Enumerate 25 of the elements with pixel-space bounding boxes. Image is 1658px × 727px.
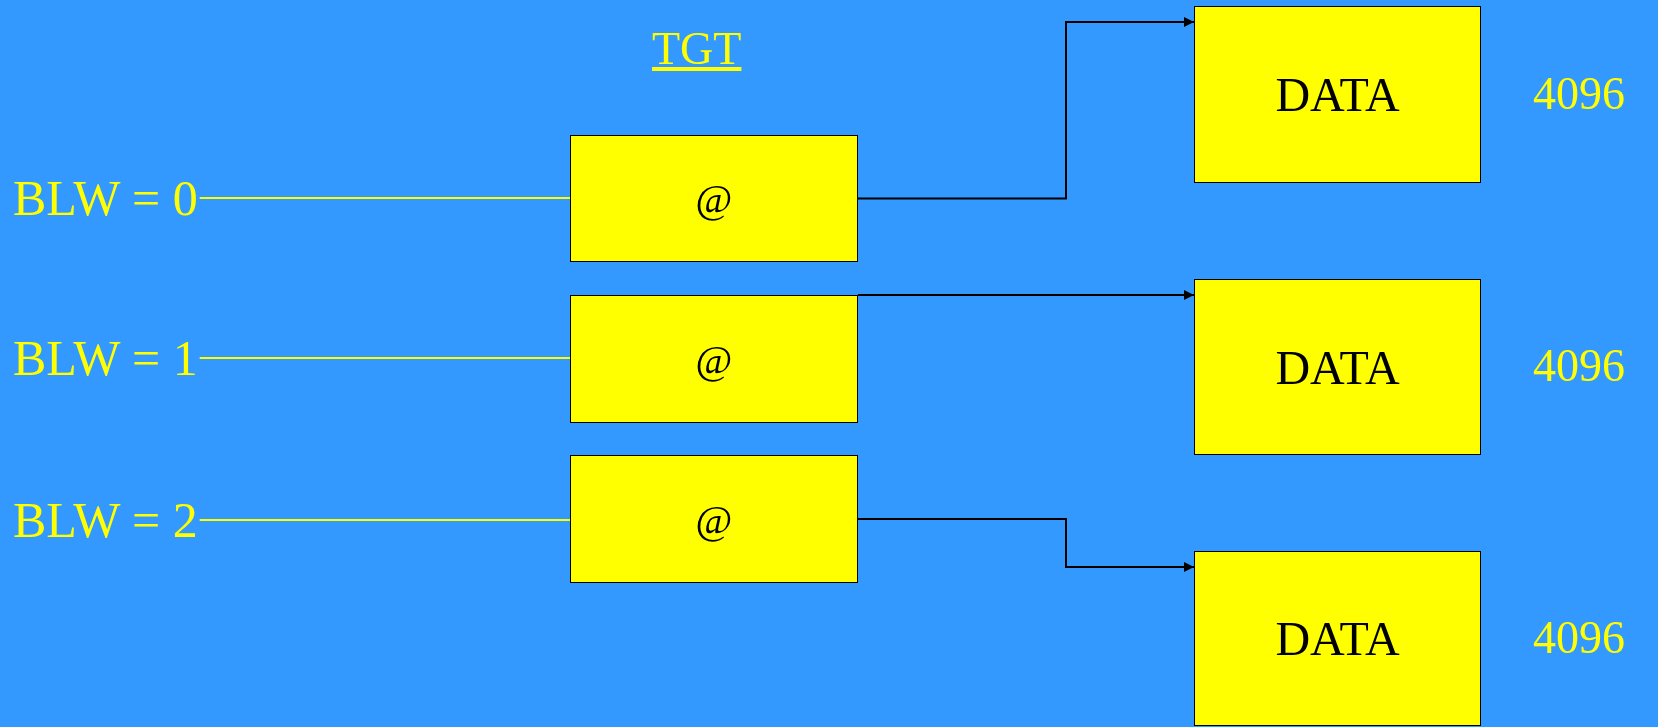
- signal-label: BLW = 2: [13, 491, 198, 549]
- box-label: @: [695, 175, 733, 222]
- box-label: @: [695, 495, 733, 543]
- box-label: DATA: [1275, 67, 1400, 122]
- process-box: [1194, 279, 1481, 455]
- arrow: [857, 518, 1195, 572]
- signal-label: BLW = 1: [13, 329, 198, 387]
- signal-label: BLW = 0: [13, 169, 198, 227]
- arrow: [857, 17, 1195, 200]
- value-label: 4096: [1533, 66, 1625, 120]
- heading: TGT: [652, 22, 742, 75]
- connector-line: [198, 197, 571, 199]
- process-box: [570, 295, 858, 423]
- process-box: [570, 455, 858, 583]
- connector-line: [198, 519, 571, 521]
- process-box: [1194, 551, 1481, 726]
- box-label: @: [695, 335, 733, 383]
- box-label: DATA: [1275, 339, 1400, 395]
- value-label: 4096: [1533, 339, 1625, 392]
- box-label: DATA: [1275, 611, 1400, 666]
- process-box: [570, 135, 858, 262]
- connector-line: [198, 357, 571, 359]
- arrow: [857, 290, 1195, 300]
- process-box: [1194, 6, 1481, 183]
- value-label: 4096: [1533, 610, 1625, 664]
